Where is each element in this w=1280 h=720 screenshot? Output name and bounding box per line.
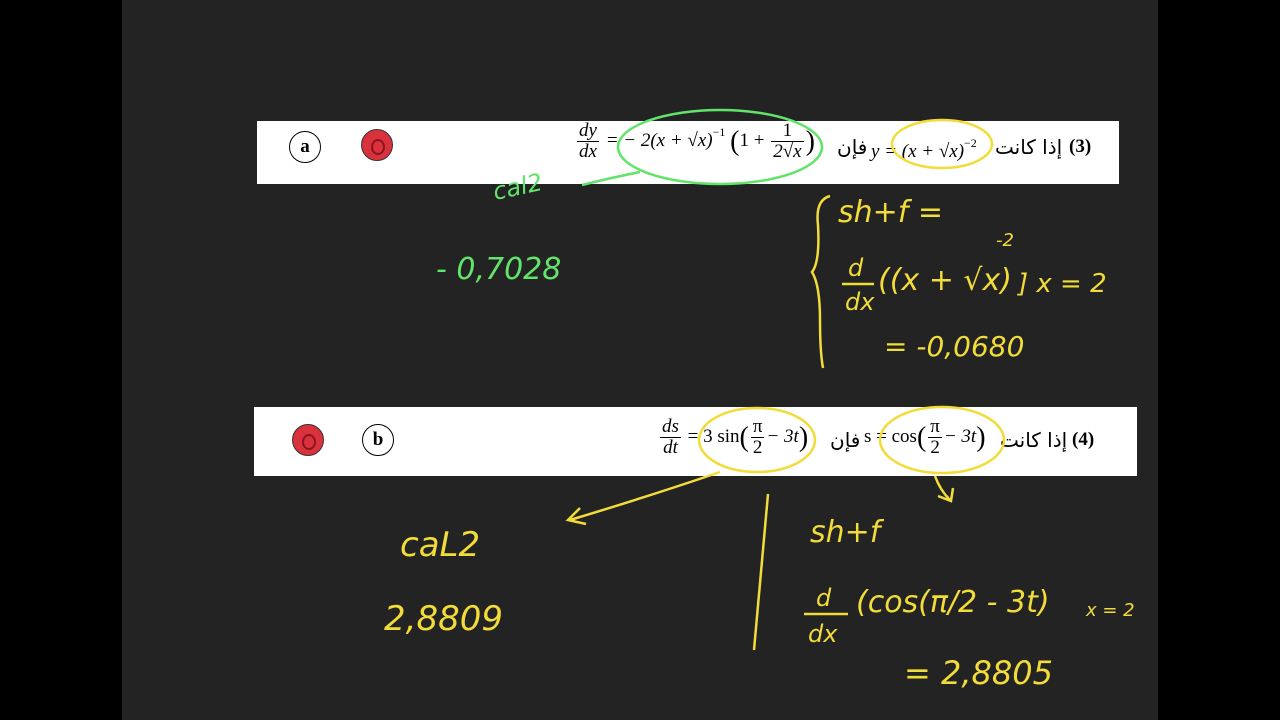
option-a-label[interactable]: a [289, 131, 321, 163]
q3-check-expr: ((x + √x) [878, 263, 1012, 298]
yellow-highlight-circle [697, 406, 817, 474]
q3-check-evaluation: ] x = 2 [1017, 269, 1107, 299]
q4-check-expr: (cos(π/2 - 3t) [856, 585, 1050, 620]
q4-calc-label: caL2 [400, 525, 480, 565]
q3-then-word: فإن [837, 135, 868, 159]
selected-answer-marker[interactable] [292, 424, 324, 456]
q3-check-result: = -0,0680 [884, 330, 1024, 363]
q4-number: (4) [1072, 429, 1095, 450]
q3-check-line1: sh+f = [838, 195, 943, 230]
green-highlight-circle [616, 108, 824, 186]
q3-calc-label: cal2 [490, 168, 545, 206]
q3-check-d: d [848, 254, 864, 282]
yellow-highlight-circle [890, 118, 994, 170]
q4-check-evaluation: x = 2 [1085, 600, 1135, 621]
option-b-label[interactable]: b [362, 424, 394, 456]
green-pointer-stroke [581, 170, 641, 187]
q4-check-line1: sh+f [810, 515, 885, 550]
q3-check-dx: dx [845, 288, 875, 316]
arrow-left-stroke [569, 470, 721, 522]
yellow-highlight-circle [878, 405, 1006, 475]
selected-answer-marker[interactable] [361, 129, 393, 161]
q4-check-dx: dx [808, 620, 838, 648]
q4-check-result: = 2,8805 [904, 654, 1053, 692]
q4-then-word: فإن [830, 428, 861, 452]
q4-check-d: d [816, 584, 832, 612]
q4-calc-value: 2,8809 [384, 599, 503, 639]
q3-given-function: y = (x + √x)−2 [871, 136, 977, 162]
whiteboard-canvas [122, 0, 1158, 720]
q3-check-exponent: -2 [996, 230, 1014, 251]
divider-stroke [752, 493, 770, 651]
q3-given-word: إذا كانت [995, 135, 1063, 159]
q3-calc-value: - 0,7028 [436, 252, 561, 287]
arrow-head-icon [565, 507, 587, 526]
arrow-head-icon [937, 487, 955, 503]
brace-stroke [810, 194, 831, 369]
q4-given-word: إذا كانت [1000, 428, 1068, 452]
arrow-down-stroke [933, 475, 951, 501]
q3-number: (3) [1069, 136, 1092, 157]
